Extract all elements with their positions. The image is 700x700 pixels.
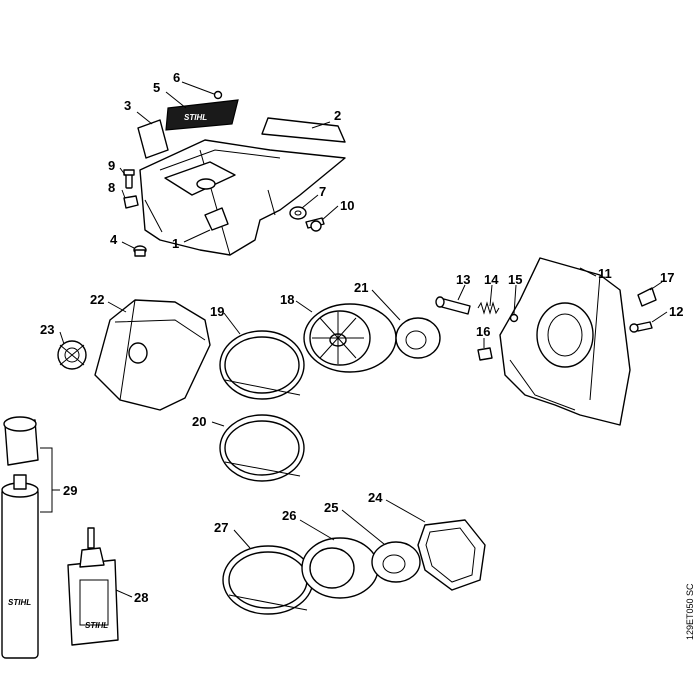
callout-25: 25 [324, 500, 338, 515]
bushing-7-part [289, 206, 307, 220]
callout-8: 8 [108, 180, 115, 195]
leader-lines [59, 81, 668, 598]
callout-26: 26 [282, 508, 296, 523]
callout-17: 17 [660, 270, 674, 285]
prefilter-19-part [219, 330, 305, 400]
clip-17-part [637, 287, 657, 307]
screw-10-part [305, 217, 325, 232]
decal-3-part [137, 119, 169, 159]
gasket-25-part [371, 541, 421, 583]
oil-bottle-brand: STIHL [85, 621, 108, 630]
prefilter-27-part [222, 545, 314, 615]
spray-cap-29-part [3, 416, 39, 466]
tube-13-part [435, 296, 471, 315]
callout-20: 20 [192, 414, 206, 429]
callout-13: 13 [456, 272, 470, 287]
main-filter-26-part [301, 537, 379, 599]
oil-bottle-28-part: STIHL [67, 527, 119, 646]
reference-code: 129ET050 SC [685, 583, 695, 640]
spray-can-brand: STIHL [8, 598, 31, 607]
grommet-16-part [477, 347, 493, 361]
callout-21: 21 [354, 280, 368, 295]
callout-27: 27 [214, 520, 228, 535]
nut-8-part [123, 195, 139, 209]
callout-10: 10 [340, 198, 354, 213]
callout-19: 19 [210, 304, 224, 319]
prefilter-20-part [219, 414, 305, 482]
callout-3: 3 [124, 98, 131, 113]
main-filter-18-part [303, 303, 397, 373]
callout-5: 5 [153, 80, 160, 95]
callout-28: 28 [134, 590, 148, 605]
filter-cover-part [94, 299, 211, 411]
callout-4: 4 [110, 232, 118, 247]
screw-9-part [123, 169, 135, 189]
callout-1: 1 [172, 236, 179, 251]
spray-can-29-part: STIHL [1, 474, 39, 659]
shroud-cover-part [139, 139, 346, 256]
logo-plate-text: STIHL [184, 113, 207, 122]
callout-24: 24 [368, 490, 383, 505]
callout-9: 9 [108, 158, 115, 173]
callout-15: 15 [508, 272, 522, 287]
decal-2-part [261, 117, 346, 143]
callout-12: 12 [669, 304, 683, 319]
seal-frame-24-part [417, 519, 486, 591]
grommet-4-part [133, 245, 147, 257]
callout-14: 14 [484, 272, 499, 287]
callout-22: 22 [90, 292, 104, 307]
screw-12-part [629, 321, 653, 333]
rivet-6-part [213, 90, 223, 100]
callout-labels: 1 2 3 4 5 6 7 8 9 10 11 12 13 14 15 16 1… [40, 70, 683, 605]
callout-29: 29 [63, 483, 77, 498]
filter-housing-part [499, 257, 631, 426]
callout-11: 11 [598, 266, 612, 281]
knob-23-part [57, 340, 87, 370]
spring-14-part [477, 301, 500, 315]
callout-18: 18 [280, 292, 294, 307]
callout-7: 7 [319, 184, 326, 199]
callout-6: 6 [173, 70, 180, 85]
callout-23: 23 [40, 322, 54, 337]
callout-16: 16 [476, 324, 490, 339]
bracket-29 [40, 447, 60, 513]
callout-2: 2 [334, 108, 341, 123]
gasket-21-part [395, 317, 441, 359]
logo-plate-part: STIHL [165, 99, 239, 131]
washer-15-part [509, 313, 519, 323]
